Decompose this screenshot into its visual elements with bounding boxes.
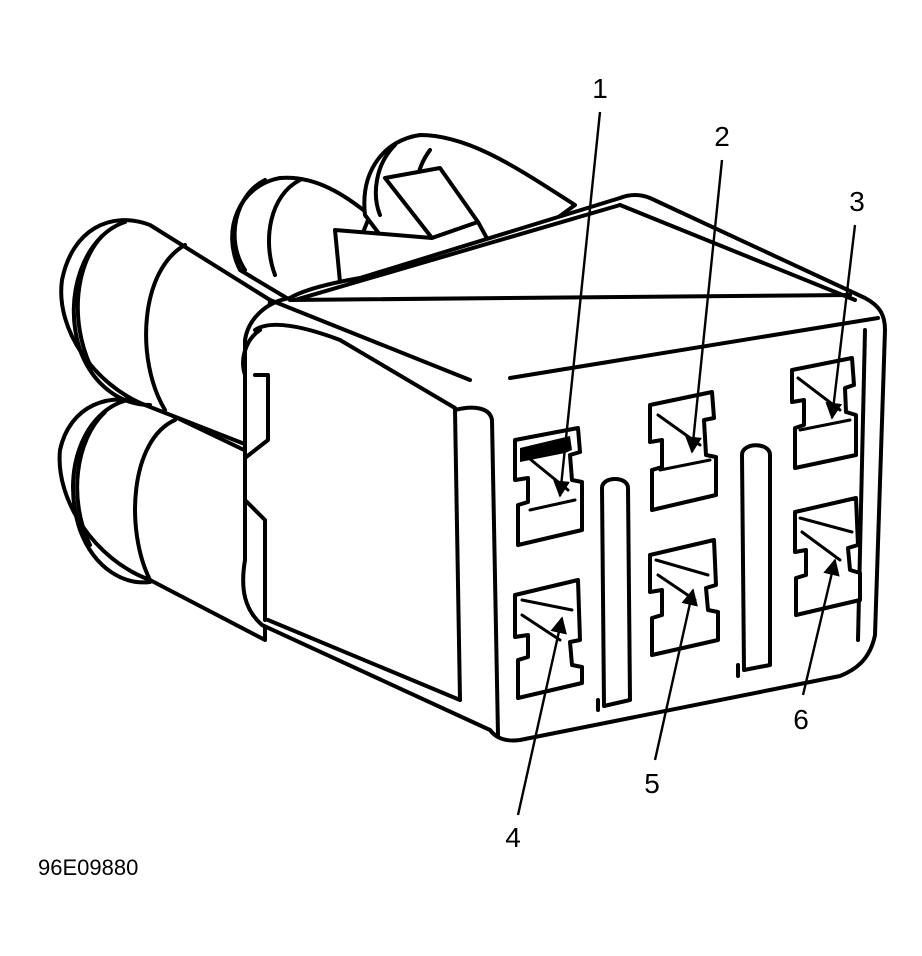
callout-line-4	[516, 616, 567, 816]
callout-line-2	[685, 159, 724, 454]
callout-label-3: 3	[849, 186, 865, 217]
callout-line-1	[553, 111, 602, 498]
front-ridges	[596, 663, 740, 712]
terminal-cavity-4	[513, 578, 584, 700]
terminal-cavity-6	[793, 496, 862, 617]
figure-id: 96E09880	[38, 855, 138, 880]
terminal-cavity-3	[790, 356, 858, 470]
callout-label-1: 1	[592, 73, 608, 104]
divider-rib-left	[600, 477, 632, 708]
wire-boot-upper-left	[59, 218, 272, 452]
callout-label-5: 5	[644, 768, 660, 799]
terminal-cavity-5	[648, 538, 720, 657]
callout-label-6: 6	[793, 704, 809, 735]
wire-boot-upper-mid	[230, 175, 372, 302]
divider-rib-right	[740, 443, 772, 672]
callout-line-3	[825, 224, 857, 420]
callout-label-4: 4	[505, 822, 521, 853]
terminal-cavity-2	[648, 390, 718, 512]
callout-line-5	[653, 588, 698, 761]
callout-label-2: 2	[714, 121, 730, 152]
terminal-cavity-1	[513, 426, 584, 547]
callout-line-6	[801, 558, 840, 696]
